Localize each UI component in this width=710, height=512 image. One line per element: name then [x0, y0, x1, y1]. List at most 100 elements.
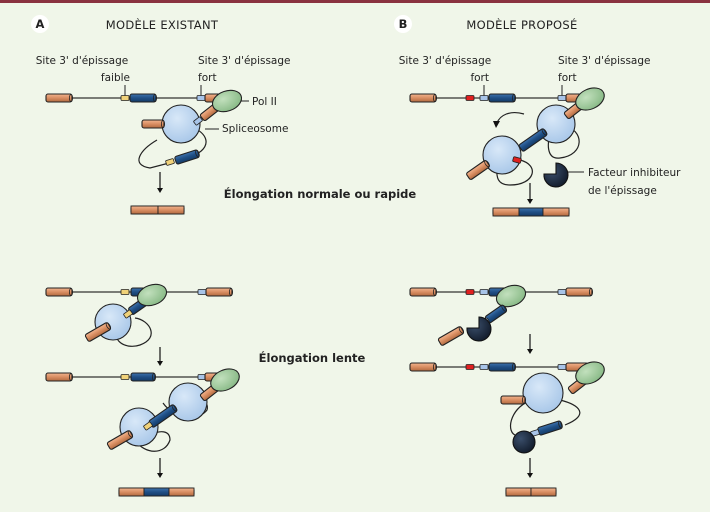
product-exon — [542, 207, 570, 217]
spliced-product — [505, 487, 557, 497]
down-arrow — [157, 172, 163, 193]
label-b-site2-line2: fort — [558, 72, 577, 84]
panel-b-badge: B — [399, 17, 408, 31]
down-arrow — [527, 183, 533, 204]
product-exon — [518, 207, 544, 217]
exon-1-bound — [141, 119, 165, 129]
panel-b-title: MODÈLE PROPOSÉ — [466, 17, 577, 32]
exon-1-bound-b — [500, 395, 526, 405]
panel-a-badge-circle — [31, 15, 49, 33]
weak-3p-site — [120, 289, 130, 295]
exon-1-bound-body — [466, 160, 490, 180]
rna-loop-right — [547, 124, 580, 159]
exon-1-b-body — [45, 372, 73, 382]
exon-1-bound-body — [141, 119, 165, 129]
exon-1-bound — [84, 322, 112, 342]
exon-1-bound-b-cap — [127, 430, 134, 438]
weak-3p-site — [120, 95, 130, 101]
strong-3p-site-1 — [479, 95, 489, 101]
exon-3-cap — [588, 288, 593, 296]
exon-2-bridge-cap — [541, 128, 548, 136]
weak-3p-site-b — [120, 374, 130, 380]
down-arrow — [527, 334, 533, 354]
exon-2-b-body — [488, 362, 516, 372]
label-pol2: Pol II — [252, 96, 277, 108]
condition-normal-label: Élongation normale ou rapide — [224, 186, 417, 201]
label-inhibitor-line1: Facteur inhibiteur — [588, 167, 681, 179]
exon-3 — [565, 287, 593, 297]
exon-1-bound-cap — [160, 120, 165, 128]
exon-2-bridge-cap — [171, 404, 178, 412]
inhibitor-factor — [543, 162, 569, 188]
exon-2-loop — [537, 420, 563, 436]
exon-1-bound-b-body — [500, 395, 526, 405]
weak-site-bound — [123, 309, 133, 319]
rna-loop-left — [138, 139, 174, 169]
exon-2-b — [130, 372, 156, 382]
exon-3-cap — [228, 288, 233, 296]
exon-2-cap — [152, 94, 157, 102]
strong-site-bound — [193, 116, 203, 126]
exon-1-bound — [437, 326, 465, 346]
arrow-head — [527, 473, 533, 478]
panel-a-title: MODÈLE EXISTANT — [106, 17, 219, 32]
down-arrow — [527, 458, 533, 478]
panel-a-badge: A — [36, 17, 45, 31]
red-site — [465, 95, 475, 101]
strong-3p-site — [197, 289, 207, 295]
arrow-head — [157, 473, 163, 478]
exon-2-bound — [484, 304, 508, 324]
inhibitor-factor — [512, 430, 536, 454]
exon-1-cap — [68, 94, 73, 102]
exon-1-body — [45, 287, 73, 297]
product-exon — [157, 205, 185, 215]
exon-1-cap — [432, 94, 437, 102]
exon-1-body — [409, 93, 437, 103]
curved-arrow-head — [493, 121, 500, 128]
label-strong-site-line1: Site 3' d'épissage — [198, 55, 291, 67]
spliceosome — [168, 382, 208, 422]
exon-1-bound-b-cap — [521, 396, 526, 404]
product-exon — [492, 207, 520, 217]
exon-1-b — [409, 362, 437, 372]
condition-slow-label: Élongation lente — [259, 350, 366, 365]
label-spliceosome: Spliceosome — [222, 123, 288, 135]
arrow-head — [527, 199, 533, 204]
exon-1-b-body — [409, 362, 437, 372]
curved-arrow — [496, 111, 525, 124]
label-strong-site-line2: fort — [198, 72, 217, 84]
exon-2-bridge — [518, 128, 548, 152]
label-b-site1-line1: Site 3' d'épissage — [399, 55, 492, 67]
exon-2 — [488, 93, 516, 103]
panel-b-normal-diagram — [409, 87, 605, 217]
exon-2 — [129, 93, 157, 103]
strong-3p-site-2b — [557, 364, 567, 370]
panel-b-header: B MODÈLE PROPOSÉ — [394, 15, 577, 33]
exon-1-body — [45, 93, 73, 103]
weak-site-bound-b — [143, 421, 153, 431]
panel-b-slow-diagram — [409, 284, 605, 497]
exon-1-b — [45, 372, 73, 382]
label-b-site1-line2: fort — [470, 72, 489, 84]
exon-1 — [45, 93, 73, 103]
spliced-product — [130, 205, 185, 215]
spliced-product — [492, 207, 570, 217]
product-exon — [505, 487, 532, 497]
exon-2-b-cap — [511, 363, 516, 371]
label-weak-site-line2: faible — [101, 72, 130, 84]
red-site-b — [465, 364, 475, 370]
strong-3p-site-2 — [557, 95, 567, 101]
exon-1-bound-body — [84, 322, 112, 342]
panel-a-slow-diagram — [45, 283, 240, 497]
product-exon — [530, 487, 557, 497]
down-arrow — [157, 347, 163, 366]
exon-2-loop-cap — [195, 149, 200, 158]
pol2 — [210, 368, 240, 392]
exon-1-cap — [68, 288, 73, 296]
product-exon — [130, 205, 159, 215]
product-exon — [118, 487, 145, 497]
pol2 — [495, 284, 527, 308]
exon-1-b-cap — [432, 363, 437, 371]
exon-2-bridge-body — [518, 128, 548, 152]
